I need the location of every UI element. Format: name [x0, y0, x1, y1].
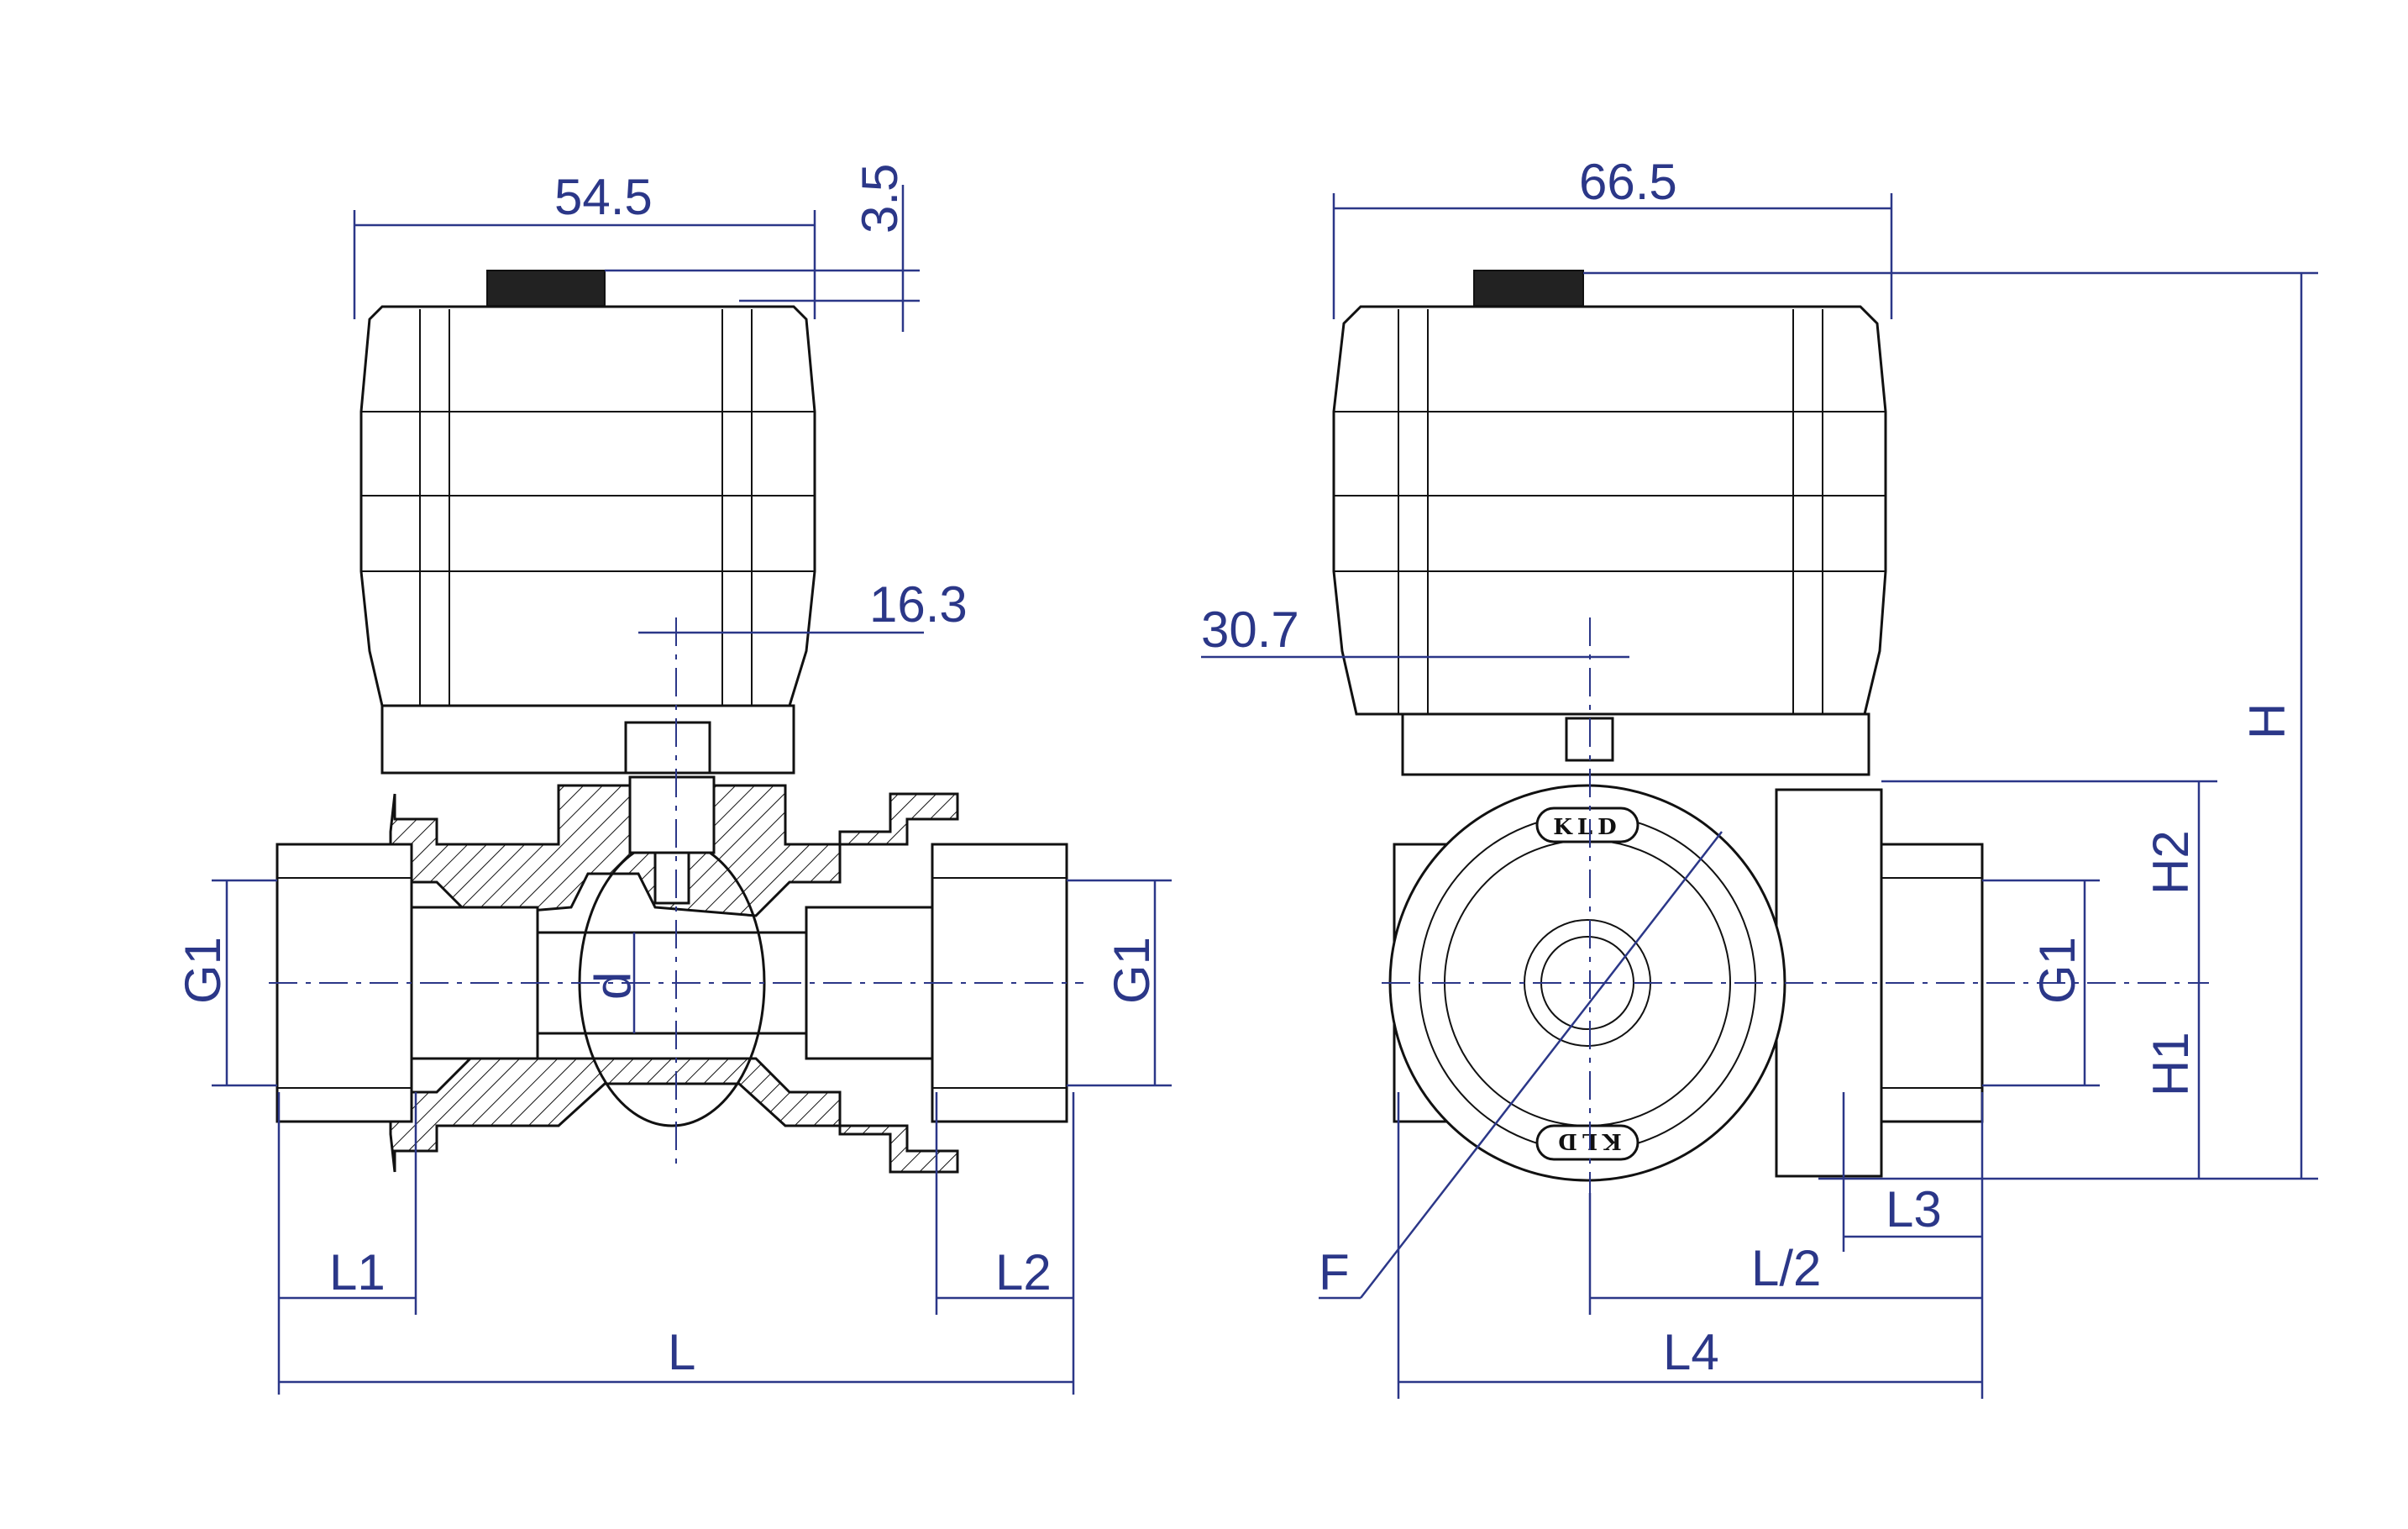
- label-g1-left: G1: [175, 937, 231, 1004]
- dimension-h1: H1: [2143, 983, 2201, 1179]
- label-g1-side: G1: [2029, 937, 2085, 1004]
- dimension-g1-left: G1: [175, 879, 277, 1087]
- actuator-housing-side: [1332, 270, 1887, 776]
- front-section-view: 54.5 3.5 16.3 G1 G1 d: [175, 164, 1172, 1395]
- manual-override-knob-side: [1473, 270, 1584, 307]
- dimension-g1-side: G1: [1982, 879, 2100, 1087]
- manual-override-knob: [486, 270, 606, 307]
- kld-label-bottom: [1535, 1124, 1639, 1161]
- kld-label-top: [1535, 807, 1639, 843]
- actuator-housing-front: [359, 270, 816, 775]
- dimension-h2: H2: [1881, 780, 2217, 983]
- dimension-d: d: [585, 933, 641, 1033]
- label-3-5: 3.5: [852, 164, 908, 234]
- label-f: F: [1319, 1244, 1350, 1300]
- label-54-5: 54.5: [554, 169, 653, 225]
- label-h1: H1: [2143, 1032, 2199, 1096]
- kld-text-top: KLD: [1553, 815, 1621, 840]
- dimension-66-5: 66.5: [1332, 154, 1893, 319]
- dimension-l1: L1: [277, 1092, 417, 1395]
- dimension-f: F: [1319, 831, 1723, 1300]
- label-l3: L3: [1886, 1181, 1942, 1237]
- dimension-l-half: L/2: [1588, 1193, 1982, 1315]
- label-l-half: L/2: [1751, 1240, 1821, 1296]
- side-view: KLD KLD 66.5 30.7 H H2 H: [1201, 154, 2318, 1399]
- dimension-l: L: [279, 1324, 1073, 1384]
- dimension-54-5: 54.5: [353, 169, 816, 319]
- label-l: L: [668, 1324, 695, 1380]
- label-h: H: [2239, 703, 2295, 739]
- dimension-h: H: [1583, 271, 2318, 1180]
- dimension-l4: L4: [1397, 1092, 1982, 1399]
- label-g1-right: G1: [1104, 937, 1160, 1004]
- kld-text-bottom: KLD: [1553, 1128, 1621, 1153]
- label-16-3: 16.3: [869, 576, 968, 633]
- label-l2: L2: [995, 1244, 1052, 1300]
- label-d: d: [585, 972, 641, 1000]
- valve-body-section: [275, 775, 1068, 1174]
- label-l1: L1: [329, 1244, 386, 1300]
- label-l4: L4: [1663, 1324, 1719, 1380]
- label-66-5: 66.5: [1579, 154, 1677, 210]
- label-h2: H2: [2143, 830, 2199, 895]
- dimension-16-3: 16.3: [638, 576, 968, 634]
- dimension-30-7: 30.7: [1201, 602, 1629, 659]
- dimension-l2: L2: [935, 1092, 1075, 1395]
- label-30-7: 30.7: [1201, 602, 1299, 658]
- dimension-3-5: 3.5: [605, 164, 920, 332]
- dimension-g1-right: G1: [1067, 879, 1172, 1087]
- dimension-l3: L3: [1842, 1092, 1984, 1399]
